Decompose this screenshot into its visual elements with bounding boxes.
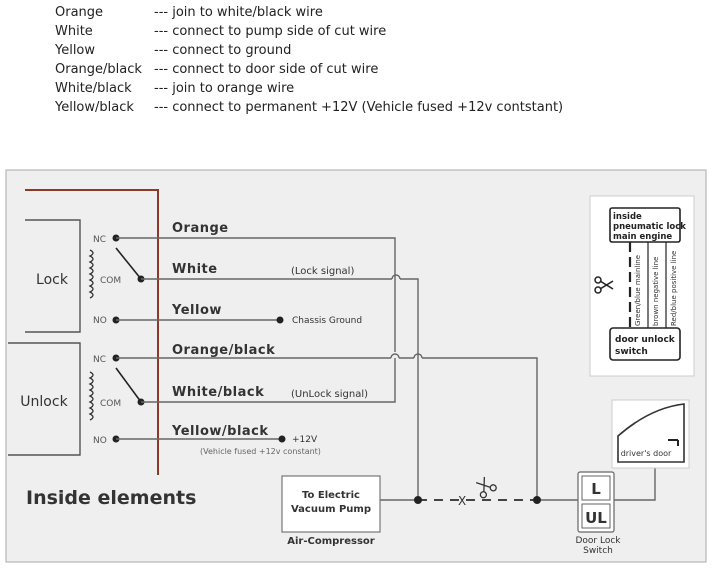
lock-relay-label: Lock bbox=[36, 272, 69, 288]
wire-orange-black-hop2 bbox=[413, 353, 423, 359]
pump-line1: To Electric bbox=[302, 490, 360, 501]
scissors-icon bbox=[475, 476, 497, 499]
legend-wire-name: White bbox=[55, 24, 93, 39]
switch-lock-button-label: L bbox=[591, 480, 601, 498]
chassis-ground-terminal bbox=[276, 316, 284, 324]
door-unlock-switch-line1: door unlock bbox=[615, 335, 676, 345]
plus12v-note: +12V bbox=[292, 435, 318, 445]
unlock-no-label: NO bbox=[93, 436, 107, 446]
wire-label-white-black: White/black bbox=[172, 385, 264, 400]
section-title: Inside elements bbox=[26, 487, 196, 509]
unlock-relay: Unlock NC COM NO bbox=[8, 342, 145, 456]
vacuum-pump-box: To Electric Vacuum Pump Air-Compressor bbox=[281, 475, 381, 547]
chassis-ground-note: Chassis Ground bbox=[292, 316, 362, 326]
pneumatic-wire-1-label: Green/blue mainline bbox=[634, 255, 642, 326]
lock-signal-note: (Lock signal) bbox=[291, 266, 354, 277]
unlock-signal-note: (UnLock signal) bbox=[291, 389, 368, 400]
wire-label-white: White bbox=[172, 262, 218, 277]
wire-label-yellow: Yellow bbox=[171, 303, 222, 318]
wire-orange-black bbox=[116, 357, 538, 500]
pneumatic-scissors-icon bbox=[594, 276, 614, 294]
unlock-relay-arm bbox=[115, 367, 142, 403]
switch-unlock-button-label: UL bbox=[585, 509, 607, 527]
pneumatic-lock-panel: inside pneumatic lock main engine Green/… bbox=[589, 195, 695, 377]
pump-line2: Vacuum Pump bbox=[291, 504, 371, 515]
lock-no-label: NO bbox=[93, 316, 107, 326]
wire-paths bbox=[116, 237, 656, 501]
wire-label-orange-black: Orange/black bbox=[172, 343, 275, 358]
cut-wire-mark: X bbox=[458, 494, 466, 508]
legend-wire-desc: --- join to orange wire bbox=[154, 81, 295, 96]
legend-wire-name: Yellow bbox=[55, 43, 96, 58]
unlock-nc-label: NC bbox=[93, 355, 106, 365]
unlock-relay-label: Unlock bbox=[20, 394, 68, 410]
door-lock-switch: L UL Door Lock Switch bbox=[575, 471, 621, 556]
legend-wire-name: Orange bbox=[55, 5, 104, 20]
legend-wire-desc: --- connect to pump side of cut wire bbox=[154, 24, 387, 39]
lock-coil bbox=[88, 249, 94, 299]
wire-orange bbox=[116, 237, 396, 352]
wire-legend: Orange --- join to white/black wire Whit… bbox=[0, 0, 712, 130]
engine-label-line2: pneumatic lock bbox=[613, 222, 686, 232]
lock-com-label: COM bbox=[100, 276, 121, 286]
pump-caption: Air-Compressor bbox=[287, 536, 375, 547]
wire-white bbox=[141, 278, 419, 500]
wire-switch-door bbox=[614, 468, 656, 501]
legend-wire-desc: --- connect to door side of cut wire bbox=[154, 62, 379, 77]
pneumatic-wire-3-label: Red/blue positive line bbox=[670, 251, 678, 326]
engine-label-line3: main engine bbox=[613, 232, 672, 242]
lock-nc-label: NC bbox=[93, 235, 106, 245]
lock-relay: Lock NC COM NO bbox=[25, 219, 145, 333]
legend-wire-name: Orange/black bbox=[55, 62, 142, 77]
enclosure-border bbox=[25, 189, 159, 475]
legend-wire-desc: --- connect to permanent +12V (Vehicle f… bbox=[154, 100, 564, 115]
lock-relay-arm bbox=[115, 247, 142, 280]
plus12v-terminal bbox=[278, 435, 286, 443]
drivers-door: driver's door bbox=[611, 399, 690, 469]
unlock-com-label: COM bbox=[100, 399, 121, 409]
junction-switch bbox=[533, 496, 541, 504]
vehicle-fused-note: (Vehicle fused +12v constant) bbox=[200, 447, 321, 456]
door-label: driver's door bbox=[621, 449, 672, 458]
legend-wire-name: Yellow/black bbox=[55, 100, 134, 115]
wire-white-black bbox=[141, 358, 396, 403]
engine-label-line1: inside bbox=[613, 212, 642, 222]
unlock-coil bbox=[88, 371, 94, 421]
junction-pump bbox=[414, 496, 422, 504]
wire-label-orange: Orange bbox=[172, 221, 229, 236]
pneumatic-wire-2-label: brown negative line bbox=[652, 257, 660, 326]
wire-white-hop bbox=[391, 274, 401, 280]
wire-orange-black-hop1 bbox=[390, 353, 400, 359]
switch-caption-line2: Switch bbox=[583, 546, 613, 556]
door-unlock-switch-line2: switch bbox=[615, 347, 648, 357]
legend-wire-desc: --- connect to ground bbox=[154, 43, 292, 58]
wire-label-yellow-black: Yellow/black bbox=[171, 424, 269, 439]
legend-wire-desc: --- join to white/black wire bbox=[154, 5, 323, 20]
switch-caption-line1: Door Lock bbox=[575, 536, 621, 546]
legend-wire-name: White/black bbox=[55, 81, 132, 96]
